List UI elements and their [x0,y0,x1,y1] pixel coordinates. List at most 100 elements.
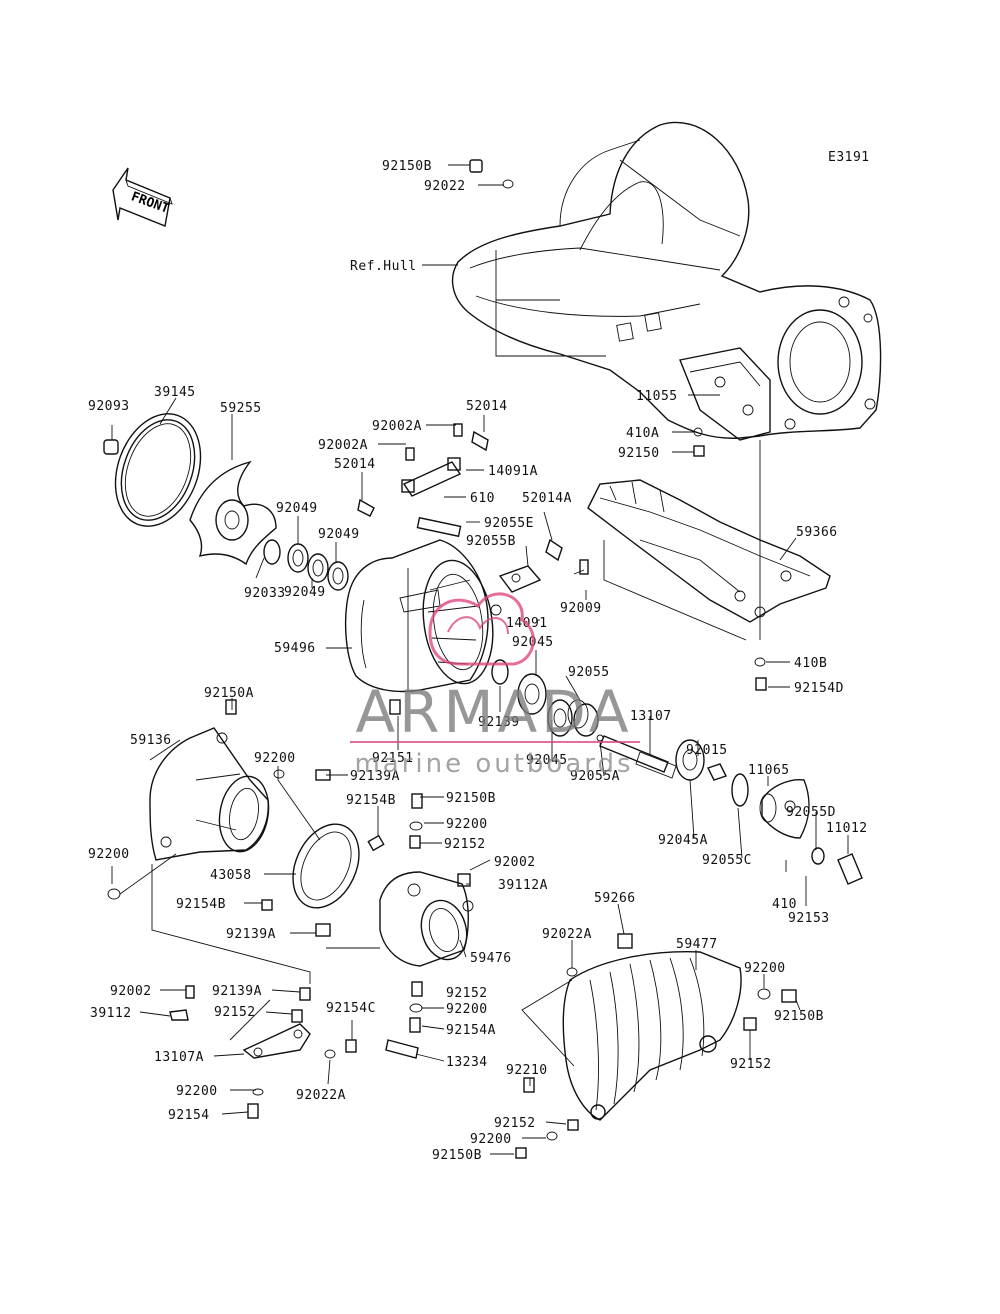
front-label: FRONT [129,189,171,217]
part-labels: 92150B 92022 Ref.Hull 11055 410A 92150 9… [88,159,868,1163]
label-92153: 92153 [788,911,830,926]
wear-ring-drawing [114,413,202,527]
label-92002-a: 92002 [494,855,536,870]
label-92150B-right: 92150B [774,1009,824,1024]
label-11065: 11065 [748,763,790,778]
grease-fitting-drawing [357,430,563,562]
label-52014-a: 52014 [466,399,508,414]
label-410: 410 [772,897,797,912]
label-92045A: 92045A [658,833,708,848]
label-92154C: 92154C [326,1001,376,1016]
label-39112: 39112 [90,1006,132,1021]
watermark-brand: ARMADA [355,678,632,746]
label-610: 610 [470,491,495,506]
steering-arm-drawing [169,1009,419,1059]
cap-92093-drawing [103,439,119,455]
label-92154: 92154 [168,1108,210,1123]
label-92139: 92139 [478,715,520,730]
label-92154A: 92154A [446,1023,496,1038]
label-92154B-a: 92154B [346,793,396,808]
label-92152-e: 92152 [494,1116,536,1131]
label-92002A-a: 92002A [372,419,422,434]
label-59366: 59366 [796,525,838,540]
label-59255: 59255 [220,401,262,416]
label-92152-b: 92152 [214,1005,256,1020]
label-92152-a: 92152 [444,837,486,852]
label-11055: 11055 [636,389,678,404]
diagram-code: E3191 [828,150,870,165]
label-92200-d: 92200 [744,961,786,976]
label-92093: 92093 [88,399,130,414]
label-92049-b: 92049 [318,527,360,542]
label-92150A: 92150A [204,686,254,701]
label-92002-b: 92002 [110,984,152,999]
label-13107A: 13107A [154,1050,204,1065]
ring-43058-drawing [292,823,360,909]
label-92200-b: 92200 [446,817,488,832]
label-92152-d: 92152 [730,1057,772,1072]
label-92002A-b: 92002A [318,438,368,453]
label-92200-a: 92200 [254,751,296,766]
label-92033: 92033 [244,586,286,601]
label-92055: 92055 [568,665,610,680]
label-14091A: 14091A [488,464,538,479]
label-92200-g: 92200 [470,1132,512,1147]
label-92049-a: 92049 [276,501,318,516]
bearings-drawing [263,539,349,591]
label-410A: 410A [626,426,659,441]
label-59266: 59266 [594,891,636,906]
watermark: ARMADA marine outboards [350,592,640,779]
watermark-logo-icon [428,592,535,666]
label-59136: 59136 [130,733,172,748]
label-52014-b: 52014 [334,457,376,472]
label-43058: 43058 [210,868,252,883]
cover-14091-drawing [498,565,542,593]
label-92210: 92210 [506,1063,548,1078]
label-92009: 92009 [560,601,602,616]
label-39112A: 39112A [498,878,548,893]
label-13107: 13107 [630,709,672,724]
label-92200-f: 92200 [176,1084,218,1099]
label-92150B-top: 92150B [382,159,432,174]
label-92055E: 92055E [484,516,534,531]
reverse-bucket-drawing [562,951,742,1121]
pump-case-drawing [344,539,494,693]
label-92055C: 92055C [702,853,752,868]
front-arrow-icon: FRONT [112,167,173,227]
label-92139A-a: 92139A [350,769,400,784]
label-92152-c: 92152 [446,986,488,1001]
label-92151: 92151 [372,751,414,766]
label-92022-top: 92022 [424,179,466,194]
label-92015: 92015 [686,743,728,758]
label-92055A: 92055A [570,769,620,784]
shaft-bearings-drawing [491,659,604,742]
label-92150B-bottom: 92150B [432,1148,482,1163]
label-92022A-b: 92022A [296,1088,346,1103]
label-11012: 11012 [826,821,868,836]
label-ref-hull: Ref.Hull [350,259,417,274]
label-92139A-c: 92139A [212,984,262,999]
watermark-tagline: marine outboards [354,749,633,779]
label-92200-e: 92200 [446,1002,488,1017]
steering-nozzle-drawing [379,871,474,967]
label-39145: 39145 [154,385,196,400]
label-92154D: 92154D [794,681,844,696]
label-92139A-b: 92139A [226,927,276,942]
impeller-drawing [189,460,277,566]
label-13234: 13234 [446,1055,488,1070]
leader-lines [111,164,849,1155]
label-410B: 410B [794,656,827,671]
label-92045-b: 92045 [526,753,568,768]
label-92150: 92150 [618,446,660,461]
label-59477: 59477 [676,937,718,952]
label-92049-c: 92049 [284,585,326,600]
label-59476: 59476 [470,951,512,966]
ride-plate-drawing [587,479,831,623]
hull-drawing [451,121,882,441]
label-92200-c: 92200 [88,847,130,862]
label-59496: 59496 [274,641,316,656]
label-92022A-a: 92022A [542,927,592,942]
label-92150B-mid: 92150B [446,791,496,806]
